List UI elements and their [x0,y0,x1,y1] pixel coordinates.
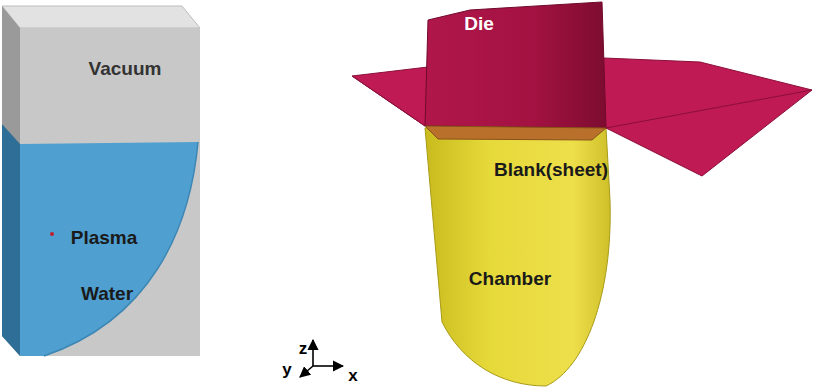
forming-assembly [352,2,812,386]
part-label: Die [464,14,494,35]
axis-label: x [348,367,357,386]
plasma-dot [50,232,54,236]
region-label: Water [81,284,133,305]
axis-label: z [299,340,308,359]
region-label: Plasma [71,228,138,249]
region-label: Vacuum [89,59,162,80]
part-label: Blank(sheet) [494,160,608,181]
fluid-domain-box [2,6,200,356]
axis-label: y [282,361,291,380]
part-label: Chamber [469,269,551,290]
